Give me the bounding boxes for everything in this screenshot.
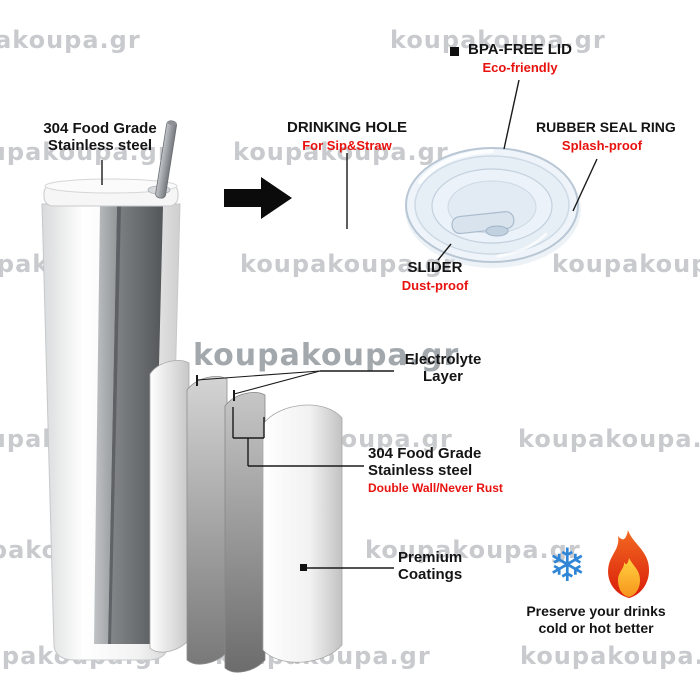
bullet-square-icon — [300, 564, 307, 571]
watermark-text: koupakoupa.gr — [0, 26, 141, 54]
watermark-text: koupakoupa.gr — [193, 338, 460, 373]
label-drinking-hole-subtitle: For Sip&Straw — [302, 138, 392, 153]
lid-top-view — [405, 147, 581, 268]
watermark-text: koupakoupa.gr — [552, 250, 700, 278]
label-steel-top-line2: Stainless steel — [47, 137, 153, 154]
watermark-text: koupakoupa.gr — [520, 642, 700, 670]
flame-icon — [608, 530, 650, 598]
label-coatings-line2: Coatings — [398, 566, 463, 583]
label-coatings-line1: Premium — [398, 549, 463, 566]
watermark-text: koupakoupa.gr — [390, 26, 606, 54]
watermark-text: koupakoupa.gr — [518, 425, 700, 453]
label-slider: SLIDER Dust-proof — [396, 259, 474, 293]
label-steel-top: 304 Food Grade Stainless steel — [30, 120, 170, 154]
layer-steel-outer — [224, 392, 266, 673]
label-electrolyte-line2: Layer — [422, 368, 464, 385]
layer-coating-outer — [262, 404, 343, 663]
snowflake-icon: ❄ — [548, 538, 587, 592]
label-seal-ring-title: RUBBER SEAL RING — [536, 119, 676, 135]
label-preserve: Preserve your drinks cold or hot better — [514, 603, 678, 637]
tumbler-illustration — [41, 120, 181, 661]
label-bpa-lid: BPA-FREE LID Eco-friendly — [462, 41, 578, 75]
label-electrolyte-line1: Electrolyte — [404, 351, 482, 368]
watermark-text: koupakoupa.gr — [0, 138, 171, 166]
label-electrolyte: Electrolyte Layer — [396, 351, 490, 385]
straw — [155, 120, 177, 199]
label-double-wall-line1: 304 Food Grade — [368, 445, 482, 462]
label-preserve-line2: cold or hot better — [538, 620, 654, 636]
label-seal-ring-subtitle: Splash-proof — [561, 138, 643, 153]
label-double-wall-subtitle: Double Wall/Never Rust — [368, 481, 503, 495]
layer-steel-inner — [186, 376, 228, 665]
label-seal-ring: RUBBER SEAL RING Splash-proof — [536, 119, 676, 153]
label-double-wall-line2: Stainless steel — [368, 462, 473, 479]
watermark-text: koupakoupa.gr — [233, 138, 449, 166]
layer-coating-inner — [149, 360, 190, 653]
label-slider-subtitle: Dust-proof — [401, 278, 469, 293]
label-drinking-hole: DRINKING HOLE For Sip&Straw — [285, 119, 409, 153]
label-double-wall: 304 Food Grade Stainless steel Double Wa… — [368, 445, 503, 496]
label-slider-title: SLIDER — [407, 259, 463, 276]
label-steel-top-line1: 304 Food Grade — [43, 120, 157, 137]
label-bpa-lid-title: BPA-FREE LID — [468, 41, 572, 58]
lid-drinking-hole — [485, 225, 509, 237]
arrow-right-icon — [224, 177, 292, 219]
connector-lines — [101, 79, 598, 571]
label-bpa-lid-subtitle: Eco-friendly — [482, 60, 558, 75]
label-preserve-line1: Preserve your drinks — [526, 603, 666, 619]
layer-stack-illustration — [149, 360, 343, 673]
bullet-square-icon — [450, 47, 459, 56]
label-coatings: Premium Coatings — [398, 549, 462, 583]
watermark-text: koupakoupa.gr — [240, 250, 456, 278]
label-drinking-hole-title: DRINKING HOLE — [287, 119, 407, 136]
watermark-text: koupakoupa.gr — [365, 536, 581, 564]
